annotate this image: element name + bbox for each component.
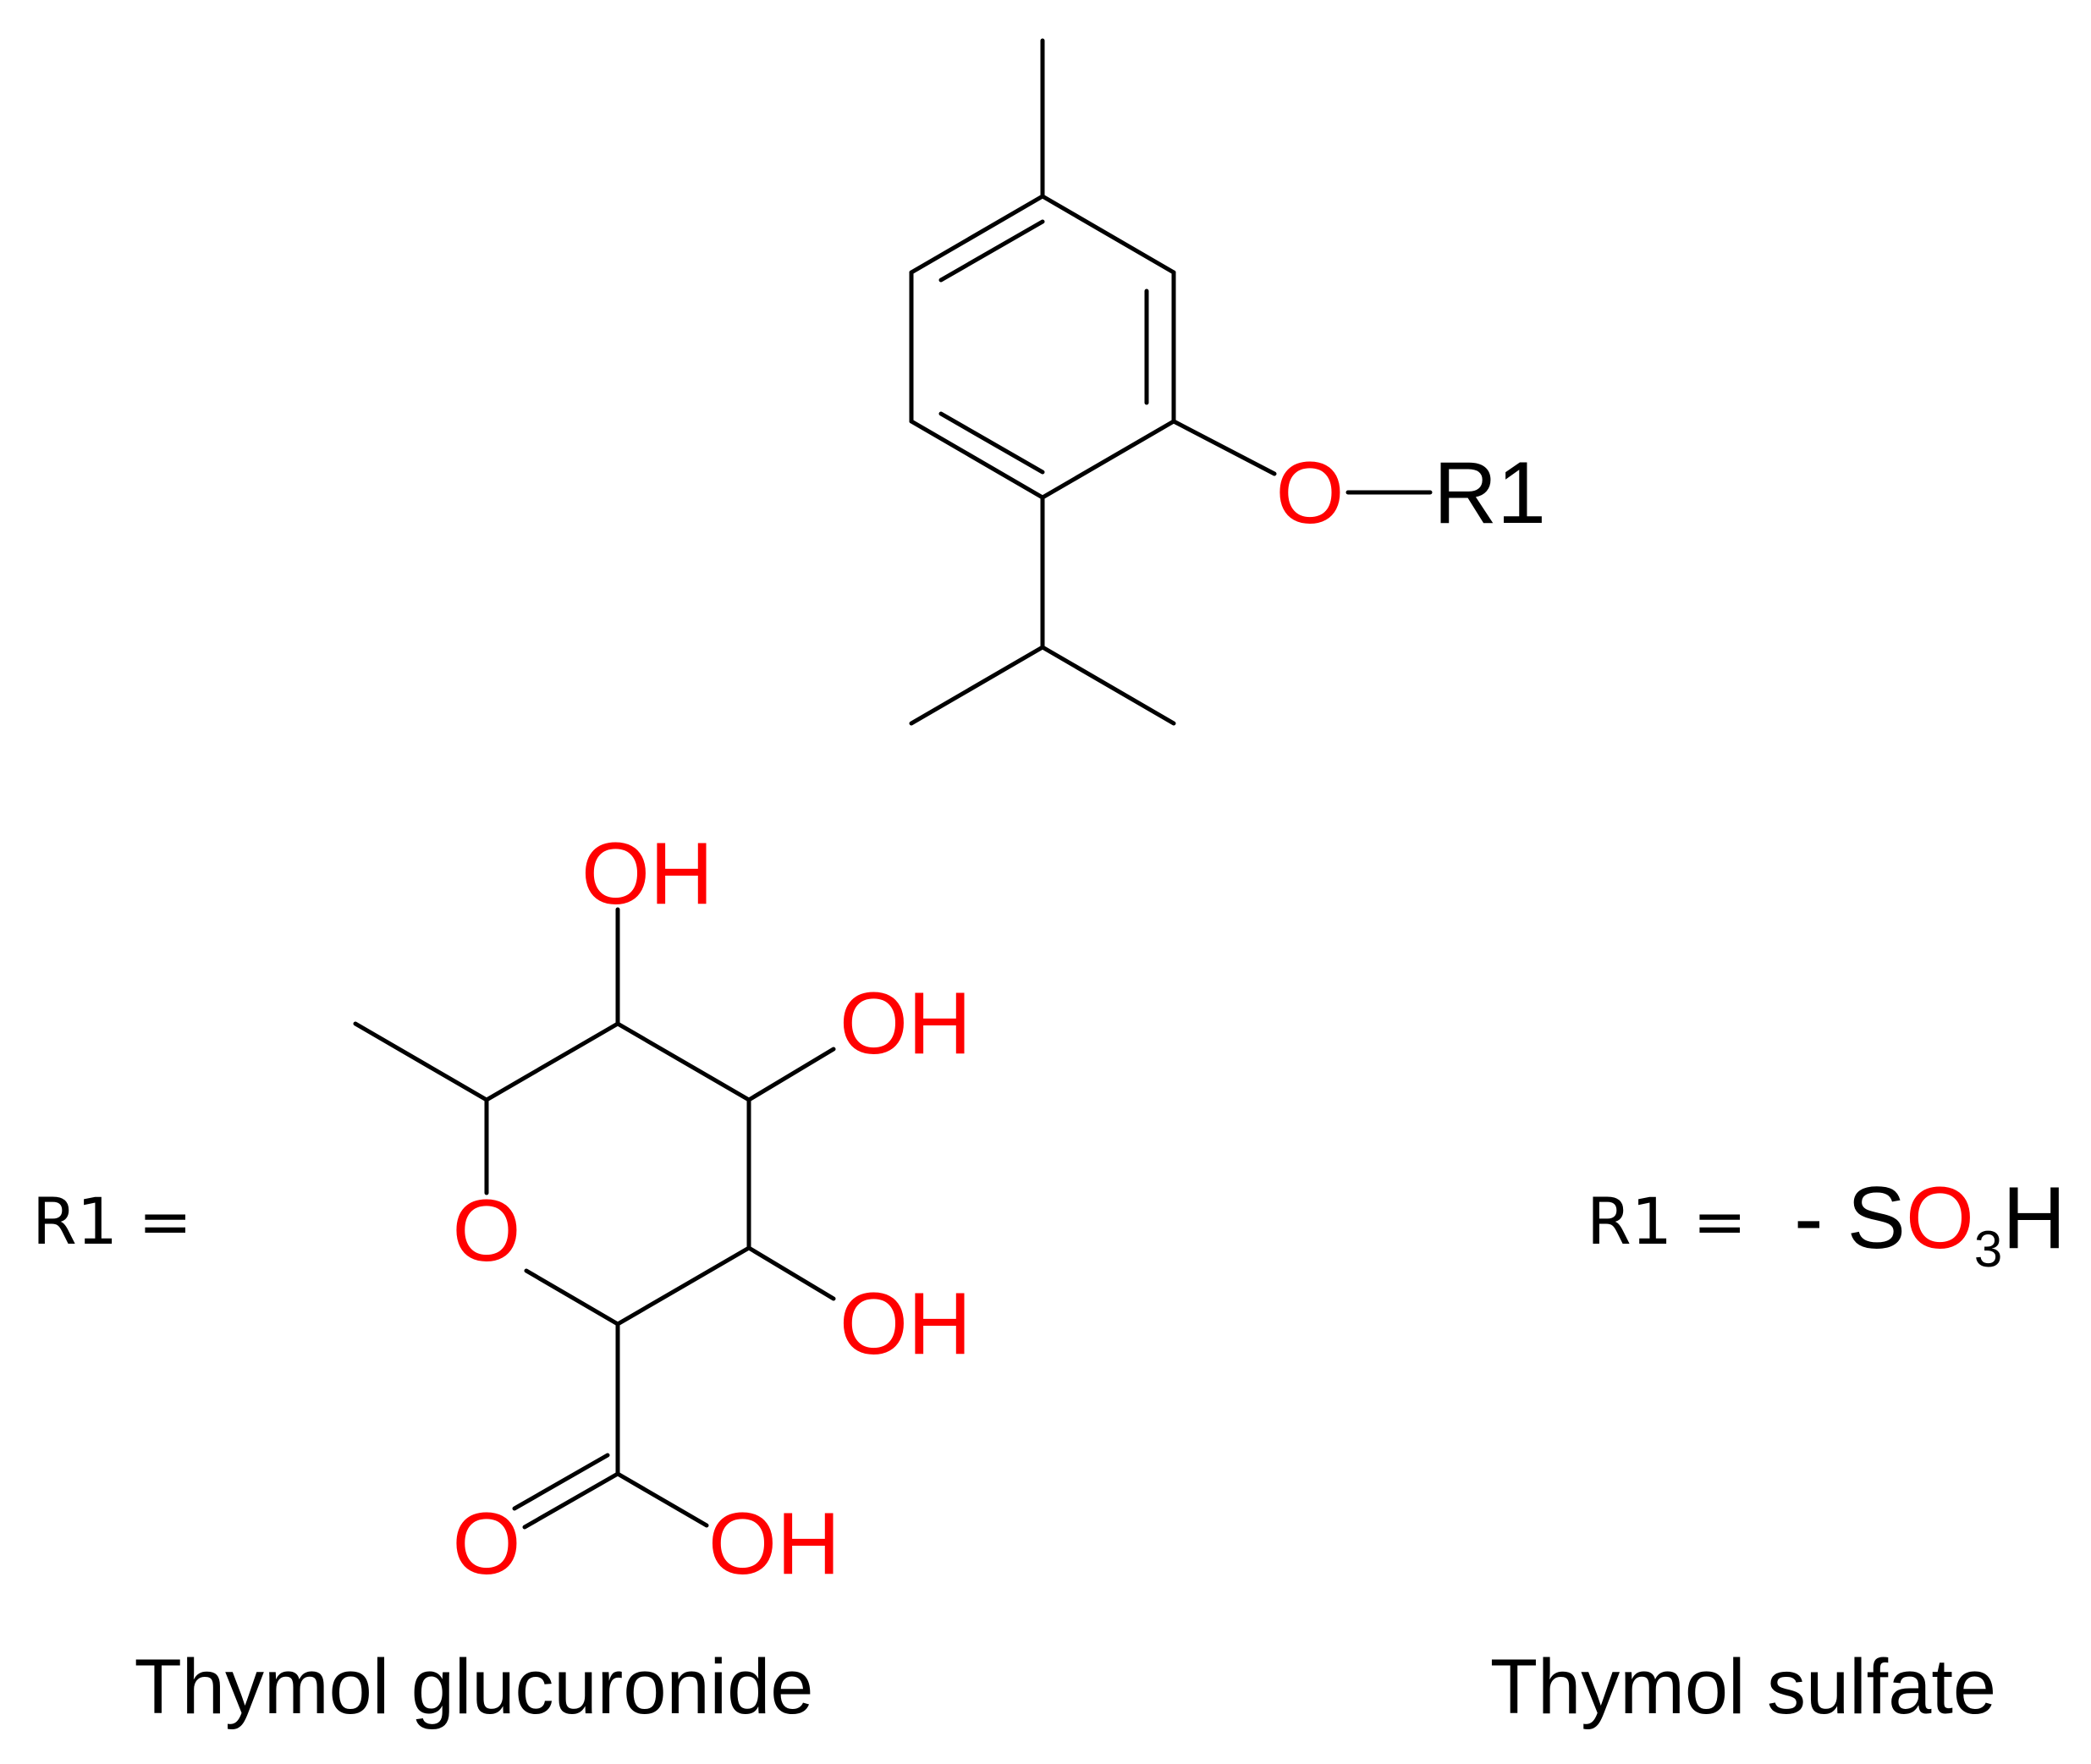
hydroxyl-bond (746, 1047, 836, 1102)
acid-hydroxyl-bond (615, 1471, 709, 1528)
attachment-bond (353, 1021, 489, 1102)
sulfate-caption: Thymol sulfate (1490, 1644, 1996, 1730)
ring-bond (524, 1268, 620, 1327)
ring-bond (615, 1021, 751, 1102)
isopropyl-methyl-bond (1040, 645, 1176, 726)
hydrogen-label: H (2002, 1169, 2066, 1267)
carbonyl-double-bond (522, 1471, 620, 1530)
carbonyl-oxygen-label: O (453, 1495, 521, 1593)
ring-oxygen-label: O (453, 1182, 521, 1280)
thymol-core-structure: O R1 (909, 38, 1546, 726)
sulfate-r1-label: R1 = (1587, 1184, 1747, 1259)
glucuronide-structure: R1 = O OH OH OH O OH Thymol glucuronide (32, 825, 971, 1730)
aromatic-inner-bond (938, 219, 1045, 283)
r1-substituent-label: R1 (1433, 444, 1546, 542)
ring-bond (484, 1021, 620, 1102)
sulfur-label: S (1847, 1169, 1906, 1267)
glucuronide-r1-label: R1 = (32, 1184, 192, 1259)
ring-bond (615, 1245, 751, 1327)
glucuronide-caption: Thymol glucuronide (135, 1644, 814, 1730)
sulfate-dash: - (1794, 1169, 1824, 1267)
ring-bond (1040, 194, 1176, 275)
hydroxyl-top-label: OH (581, 825, 713, 923)
acid-hydroxyl-label: OH (708, 1495, 840, 1593)
hydroxyl-bond (746, 1245, 836, 1301)
isopropyl-methyl-bond (909, 645, 1045, 726)
sulfate-formula: -SO3H (1794, 1169, 2066, 1278)
carbonyl-double-bond (512, 1453, 610, 1511)
oxygen-count-subscript: 3 (1974, 1221, 2002, 1278)
sulfate-oxygen-label: O (1906, 1169, 1974, 1267)
sulfate-structure: R1 = -SO3H Thymol sulfate (1490, 1169, 2066, 1730)
ring-bond (909, 419, 1045, 500)
hydroxyl-upper-right-label: OH (839, 975, 971, 1073)
ring-bond (1040, 419, 1176, 500)
aromatic-inner-bond (938, 411, 1045, 475)
aryl-oxygen-bond (1171, 419, 1277, 476)
ring-bond (909, 194, 1045, 275)
hydroxyl-lower-right-label: OH (839, 1275, 971, 1373)
phenolic-oxygen-label: O (1276, 444, 1345, 542)
